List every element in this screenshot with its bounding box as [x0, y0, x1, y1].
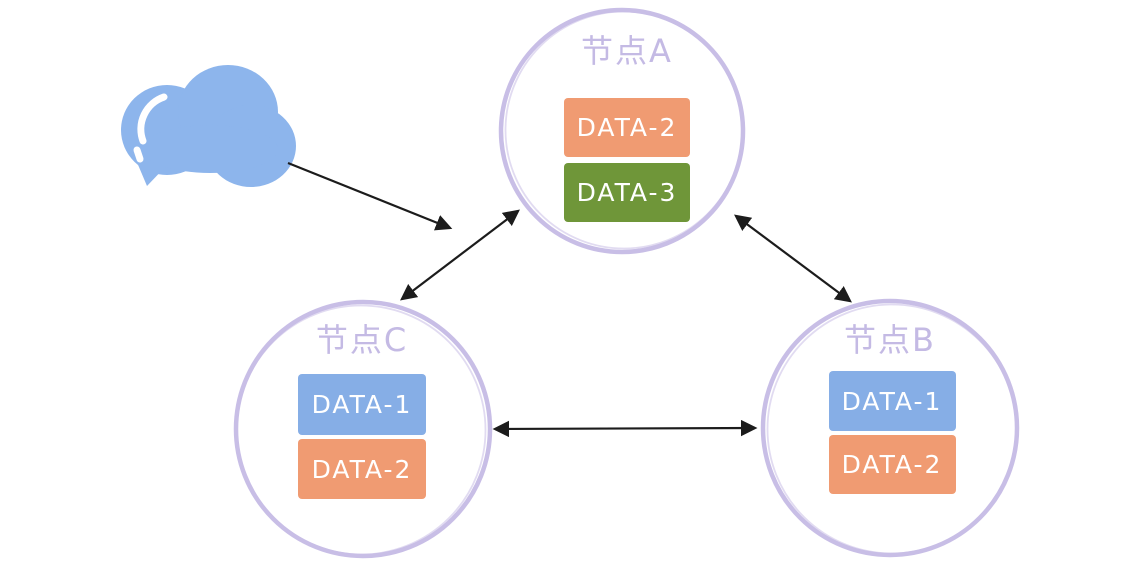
node-a: 节点A DATA-2 DATA-3: [498, 7, 746, 255]
node-a-label: 节点A: [581, 32, 673, 70]
arrow-layer: [287, 161, 852, 438]
node-c-label: 节点C: [316, 321, 408, 359]
data-block-label: DATA-2: [577, 113, 678, 142]
node-c: 节点C DATA-1 DATA-2: [233, 299, 493, 559]
node-c-block-data-2: DATA-2: [298, 439, 426, 499]
node-b-block-data-2: DATA-2: [829, 435, 956, 494]
node-b: 节点B DATA-1 DATA-2: [760, 298, 1020, 558]
node-b-label: 节点B: [844, 321, 936, 359]
arrow-node-a-node-c: [400, 209, 520, 301]
data-block-label: DATA-3: [577, 178, 678, 207]
cloud-highlight: [137, 93, 168, 145]
data-block-label: DATA-2: [842, 450, 943, 479]
data-block-label: DATA-1: [312, 390, 413, 419]
node-a-block-data-3: DATA-3: [564, 163, 690, 222]
node-c-block-data-1: DATA-1: [298, 374, 426, 435]
node-b-block-data-1: DATA-1: [829, 371, 956, 431]
arrow-node-c-node-b: [492, 419, 758, 438]
arrow-node-a-node-b: [734, 214, 852, 303]
arrow-cloud-to-cluster: [287, 161, 453, 231]
data-block-label: DATA-1: [842, 387, 943, 416]
data-block-label: DATA-2: [312, 455, 413, 484]
cloud-icon: [121, 65, 296, 187]
node-a-block-data-2: DATA-2: [564, 98, 690, 157]
